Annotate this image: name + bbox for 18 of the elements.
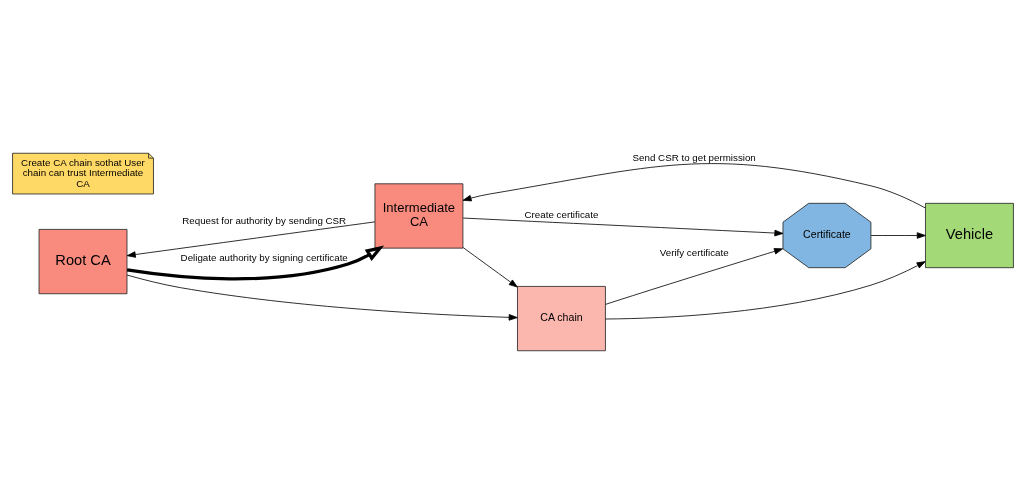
edge-label: Request for authority by sending CSR	[181, 214, 346, 226]
arrow	[604, 260, 926, 319]
node-box: CA chain	[516, 285, 606, 351]
arrow	[126, 245, 384, 280]
node-box: Vehicle	[924, 202, 1014, 268]
arrow	[462, 162, 926, 208]
edge-label: Create certificate	[524, 208, 598, 220]
arrow	[604, 247, 783, 305]
edge-label: Deligate authority by signing certificate	[180, 251, 348, 263]
edge-label: Send CSR to get permission	[632, 151, 756, 163]
node-box: Intermediate CA	[374, 182, 463, 249]
arrow	[126, 220, 375, 258]
edge-label: Verify certificate	[659, 246, 729, 258]
arrow	[462, 217, 783, 236]
arrow	[870, 231, 926, 239]
arrow	[462, 246, 518, 287]
node-box: Root CA	[38, 228, 127, 294]
arrow	[126, 274, 518, 321]
